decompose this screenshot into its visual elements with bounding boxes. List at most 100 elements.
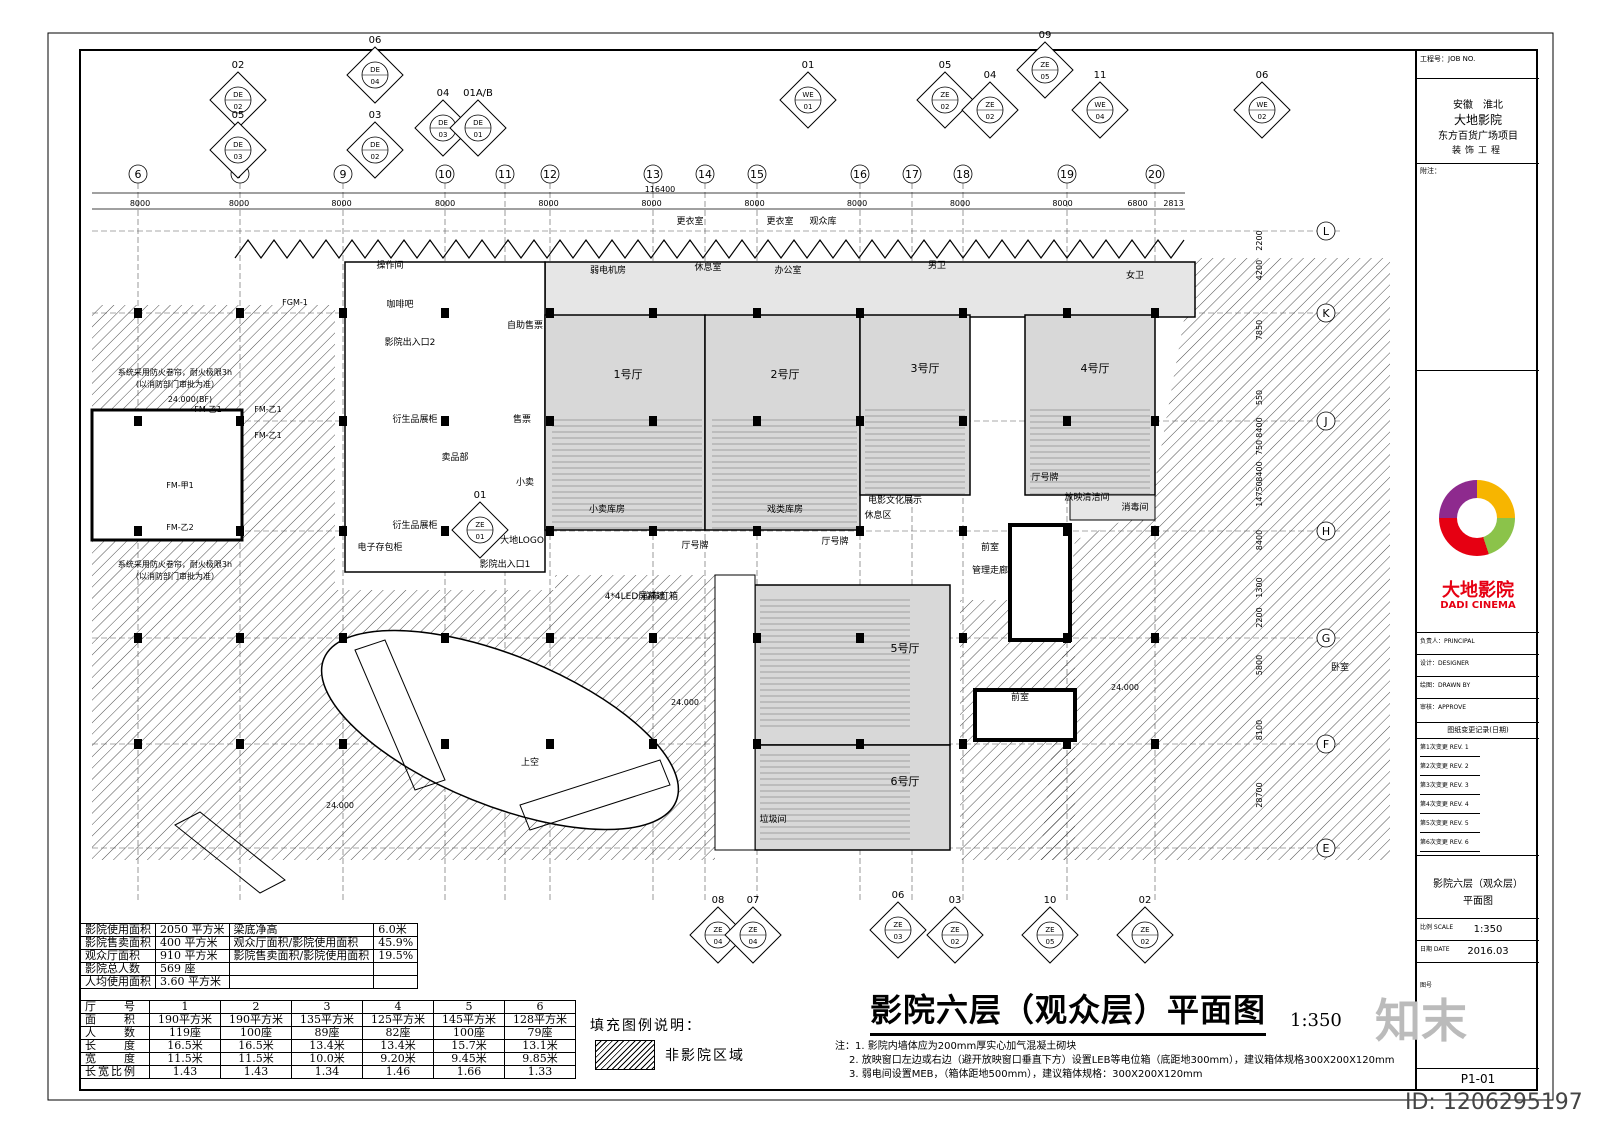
fire-note-3: 系统采用防火卷帘，耐火极限3h xyxy=(118,559,232,569)
hall-label-2: 2号厅 xyxy=(771,368,800,381)
svg-text:ZE: ZE xyxy=(950,926,959,934)
elev-bf: 24.000(BF) xyxy=(168,395,212,404)
summary-cell: 400 平方米 xyxy=(155,936,230,950)
dim-col: 8000 xyxy=(538,199,558,208)
tb-approve: 审核：APPROVE xyxy=(1420,704,1467,711)
svg-text:04: 04 xyxy=(437,88,450,99)
structural-column xyxy=(856,416,864,426)
tb-scope: 装饰工程 xyxy=(1451,146,1504,156)
structural-column xyxy=(236,416,244,426)
summary-cell: 影院总人数 xyxy=(80,962,156,976)
hall-label-1: 1号厅 xyxy=(614,368,643,381)
hall-cell: 长宽比例 xyxy=(80,1065,150,1079)
room-label: 操作间 xyxy=(376,259,403,271)
structural-column xyxy=(753,526,761,536)
tb-location: 安徽 淮北 xyxy=(1453,100,1503,111)
summary-cell xyxy=(373,962,419,976)
axis-bubble-J: J xyxy=(1316,411,1336,431)
hall-label-6: 6号厅 xyxy=(891,775,920,788)
axis-bubble-20: 20 xyxy=(1145,164,1165,184)
svg-text:WE: WE xyxy=(802,91,813,99)
structural-column xyxy=(441,416,449,426)
fire-note-1: 系统采用防火卷帘，耐火极限3h xyxy=(118,367,232,377)
svg-text:DE: DE xyxy=(370,66,380,74)
summary-cell: 梁底净高 xyxy=(228,923,375,937)
room-label: 衍生品展柜 xyxy=(392,519,437,531)
hall-cell: 6 xyxy=(504,1000,576,1014)
dim-col: 8000 xyxy=(331,199,351,208)
svg-text:09: 09 xyxy=(1039,30,1052,41)
svg-text:02: 02 xyxy=(951,938,960,946)
svg-text:04: 04 xyxy=(984,70,997,81)
svg-text:E: E xyxy=(1323,842,1330,855)
title-block: 工程号：JOB NO. 安徽 淮北 大地影院 东方百货广场项目 装饰工程 附注：… xyxy=(1415,50,1539,1090)
axis-bubble-11: 11 xyxy=(495,164,515,184)
room-label: 观众库 xyxy=(809,215,836,227)
room-label: 更衣室 xyxy=(676,215,703,227)
axis-bubble-12: 12 xyxy=(540,164,560,184)
structural-column xyxy=(1063,526,1071,536)
room-label: 拉布灯箱 xyxy=(642,590,678,602)
hall-cell: 2 xyxy=(220,1000,292,1014)
job-no-label: 工程号：JOB NO. xyxy=(1420,55,1476,63)
room-label: 休息区 xyxy=(864,509,891,521)
structural-column xyxy=(546,416,554,426)
svg-text:01: 01 xyxy=(476,533,485,541)
elev-3: 24.000 xyxy=(1111,683,1139,692)
structural-column xyxy=(959,526,967,536)
elev-1: 24.000 xyxy=(671,698,699,707)
hall-cell: 人 数 xyxy=(80,1026,150,1040)
hall-cell: 128平方米 xyxy=(504,1013,576,1027)
structural-column xyxy=(339,526,347,536)
structural-column xyxy=(441,633,449,643)
room-label: 卧室 xyxy=(1331,661,1349,673)
dadi-logo-icon xyxy=(1439,480,1515,556)
axis-bubble-17: 17 xyxy=(902,164,922,184)
svg-text:02: 02 xyxy=(1139,895,1152,906)
summary-cell xyxy=(373,975,419,989)
svg-text:03: 03 xyxy=(369,110,382,121)
room-label: 休息室 xyxy=(694,261,721,273)
room-label: 衍生品展柜 xyxy=(392,413,437,425)
tb-sheet-title: 影院六层（观众层） xyxy=(1433,879,1523,890)
note-2: 2. 放映窗口左边或右边（避开放映窗口垂直下方）设置LEB等电位箱（底距地300… xyxy=(849,1055,1395,1066)
structural-column xyxy=(339,308,347,318)
svg-text:DE: DE xyxy=(473,119,483,127)
room-label: 电影文化展示 xyxy=(868,494,922,506)
dim-row: 28700 xyxy=(1255,782,1264,807)
tb-remarks-label: 附注： xyxy=(1420,167,1441,175)
svg-text:08: 08 xyxy=(712,895,725,906)
structural-column xyxy=(134,526,142,536)
axis-bubble-6: 6 xyxy=(128,164,148,184)
svg-text:06: 06 xyxy=(892,890,905,901)
hall-cell: 79座 xyxy=(504,1026,576,1040)
axis-bubble-18: 18 xyxy=(953,164,973,184)
svg-text:ZE: ZE xyxy=(1045,926,1054,934)
dim-col: 8000 xyxy=(1052,199,1072,208)
svg-text:6: 6 xyxy=(135,168,142,181)
room-label: 影院出入口1 xyxy=(480,558,531,570)
svg-text:01: 01 xyxy=(474,490,487,501)
structural-column xyxy=(339,416,347,426)
hall-label-4: 4号厅 xyxy=(1081,362,1110,375)
room-label: 小卖库房 xyxy=(589,503,625,515)
structural-column xyxy=(649,526,657,536)
hall-cell: 13.4米 xyxy=(291,1039,363,1053)
structural-column xyxy=(441,526,449,536)
svg-text:15: 15 xyxy=(750,168,764,181)
dim-row: 4200 xyxy=(1255,260,1264,280)
hall-cell: 3 xyxy=(291,1000,363,1014)
axis-bubble-19: 19 xyxy=(1057,164,1077,184)
svg-text:01: 01 xyxy=(804,103,813,111)
